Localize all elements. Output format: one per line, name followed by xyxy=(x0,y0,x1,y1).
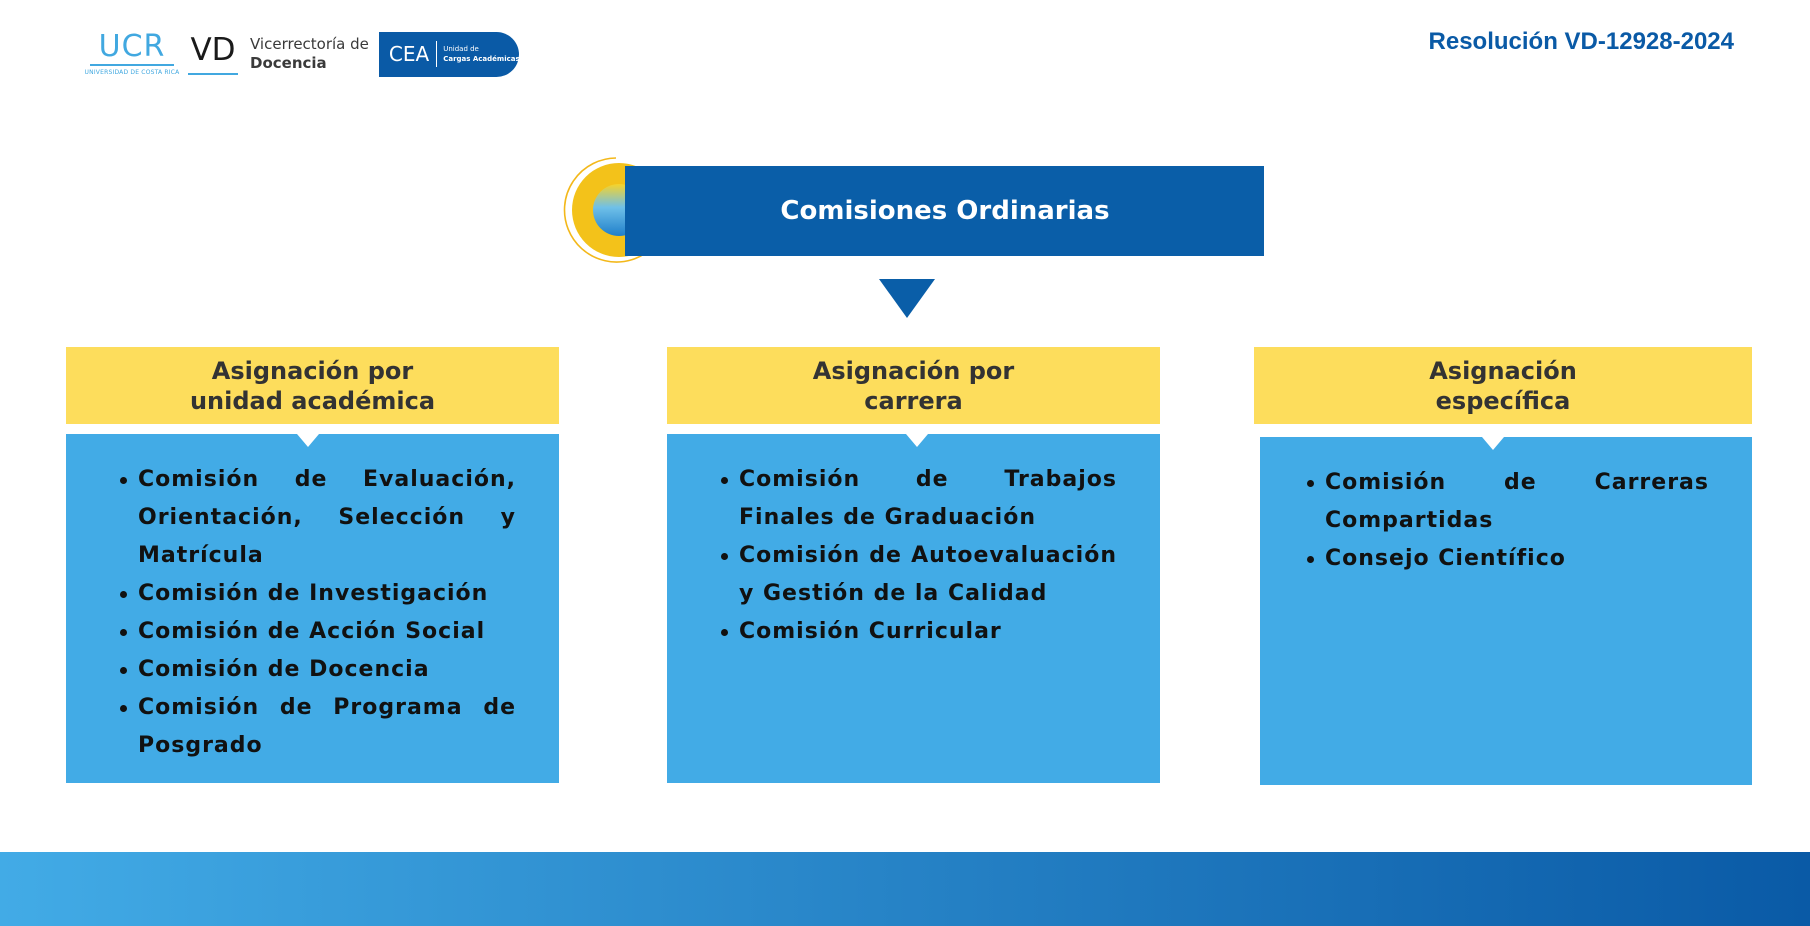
list-item: Comisión de Evaluación, Orientación, Sel… xyxy=(120,461,516,575)
vicerrectoria-line1: Vicerrectoría de xyxy=(250,35,369,53)
list-item: Comisión de Docencia xyxy=(120,651,516,689)
cea-logo-text: Unidad de Cargas Académicas xyxy=(437,44,519,64)
commission-list: Comisión de Carreras Compartidas Consejo… xyxy=(1307,464,1709,578)
vd-logo-underline xyxy=(188,73,238,75)
column-header-especifica: Asignación específica xyxy=(1254,347,1752,424)
list-item: Comisión Curricular xyxy=(721,613,1117,651)
commission-list: Comisión de Evaluación, Orientación, Sel… xyxy=(120,461,516,765)
vicerrectoria-line2: Docencia xyxy=(250,54,327,72)
list-item: Consejo Científico xyxy=(1307,540,1709,578)
commission-list: Comisión de Trabajos Finales de Graduaci… xyxy=(721,461,1117,651)
column-body-carrera: Comisión de Trabajos Finales de Graduaci… xyxy=(667,434,1160,783)
cea-logo: CEA Unidad de Cargas Académicas xyxy=(378,31,520,77)
column-body-especifica: Comisión de Carreras Compartidas Consejo… xyxy=(1260,437,1752,785)
ucr-logo: UCR UNIVERSIDAD DE COSTA RICA xyxy=(85,29,180,77)
diagram-title: Comisiones Ordinarias xyxy=(780,196,1110,226)
vd-logo-mark: VD xyxy=(190,32,236,68)
list-item: Comisión de Autoevaluación y Gestión de … xyxy=(721,537,1117,613)
cea-logo-line1: Unidad de xyxy=(443,45,479,53)
column-header-carrera: Asignación por carrera xyxy=(667,347,1160,424)
vd-logo: VD xyxy=(186,33,240,75)
list-item: Comisión de Carreras Compartidas xyxy=(1307,464,1709,540)
list-item: Comisión de Investigación xyxy=(120,575,516,613)
vicerrectoria-logo-text: Vicerrectoría de Docencia xyxy=(250,35,369,73)
list-item: Comisión de Acción Social xyxy=(120,613,516,651)
down-arrow-icon xyxy=(879,279,935,318)
column-title-line1: Asignación por xyxy=(211,356,414,385)
column-header-unidad-academica: Asignación por unidad académica xyxy=(66,347,559,424)
column-title-line2: unidad académica xyxy=(189,386,436,415)
cea-logo-mark: CEA xyxy=(379,41,438,67)
column-body-unidad-academica: Comisión de Evaluación, Orientación, Sel… xyxy=(66,434,559,783)
ucr-logo-mark: UCR xyxy=(98,29,166,64)
ucr-logo-underline xyxy=(90,64,174,66)
cea-logo-line2: Cargas Académicas xyxy=(443,55,520,63)
ucr-logo-subtitle: UNIVERSIDAD DE COSTA RICA xyxy=(84,69,180,76)
list-item: Comisión de Programa de Posgrado xyxy=(120,689,516,765)
column-title-line1: Asignación xyxy=(1429,356,1577,385)
column-title-line2: carrera xyxy=(864,386,963,415)
list-item: Comisión de Trabajos Finales de Graduaci… xyxy=(721,461,1117,537)
resolution-number: Resolución VD-12928-2024 xyxy=(1428,28,1734,55)
logo-group: UCR UNIVERSIDAD DE COSTA RICA VD Vicerre… xyxy=(85,28,520,80)
column-title-line1: Asignación por xyxy=(812,356,1015,385)
footer-gradient-band xyxy=(0,852,1810,926)
title-banner xyxy=(625,166,1264,256)
column-title-line2: específica xyxy=(1435,386,1571,415)
